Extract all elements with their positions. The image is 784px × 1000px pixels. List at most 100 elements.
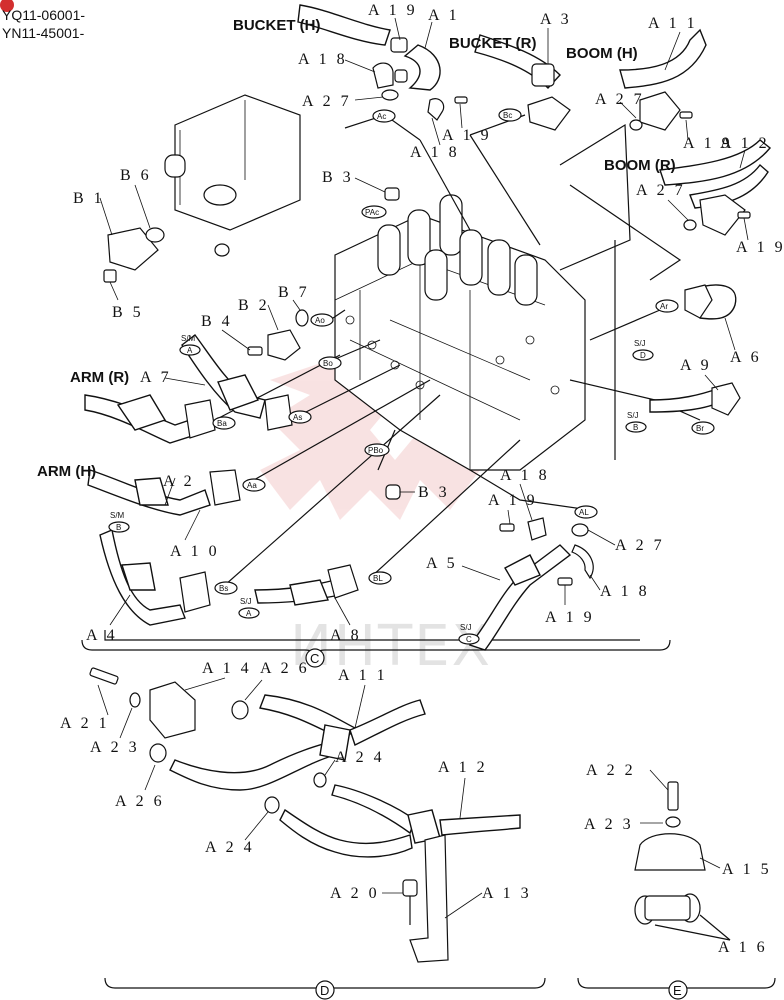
callout-a24: A 2 4 [205,839,255,856]
callout-a26: A 2 6 [260,660,310,677]
section-d-parts [89,667,521,963]
port-tag-al: AL [579,508,589,517]
port-tag-as: As [293,413,302,422]
header-boom-h: BOOM (H) [566,45,638,62]
port-tag-bl: BL [373,574,383,583]
callout-a18: A 1 8 [298,51,348,68]
header-boom-r: BOOM (R) [604,157,676,174]
port-tag-ac: Ac [377,112,386,121]
callout-a27: A 2 7 [636,182,686,199]
section-d-label: D [320,983,329,998]
callout-b5: B 5 [112,304,144,321]
callout-b4: B 4 [201,313,233,330]
callout-a14: A 1 4 [202,660,252,677]
header-bucket-r: BUCKET (R) [449,35,537,52]
conn-tag-sm-b-letter: B [116,523,121,532]
conn-tag-sm-a-type: S/M [181,334,196,343]
boom-hoses [619,28,771,236]
callout-a22: A 2 2 [586,762,636,779]
callout-a27: A 2 7 [302,93,352,110]
port-tag-bs: Bs [219,584,228,593]
port-tag-ao: Ao [315,316,325,325]
callout-b3: B 3 [418,484,450,501]
callout-a19: A 1 9 [442,127,492,144]
port-tag-ba: Ba [217,419,227,428]
callout-a26: A 2 6 [115,793,165,810]
callout-a27: A 2 7 [595,91,645,108]
lower-hoses [99,517,594,651]
watermark-text: ИНТЕХ [290,614,492,679]
port-tag-br: Br [696,424,704,433]
port-tag-aa: Aa [247,481,257,490]
model-number-2: YN11-45001- [2,25,85,41]
conn-tag-sm-a-letter: A [187,346,193,355]
section-d-marker [315,980,335,1000]
callout-a18: A 1 8 [600,583,650,600]
section-e-parts [634,781,731,941]
header-arm-r: ARM (R) [70,369,129,386]
control-valve-body [164,94,586,500]
callout-a15: A 1 5 [722,861,772,878]
callout-a19: A 1 9 [545,609,595,626]
conn-tag-sj-b-letter: B [633,423,638,432]
section-e-label: E [673,983,682,998]
section-e-marker [668,980,688,1000]
callout-a4: A 4 [86,627,118,644]
port-tag-bc: Bc [503,111,512,120]
port-tag-bo: Bo [323,359,333,368]
flange-parts-b [103,227,309,361]
callout-a23: A 2 3 [584,816,634,833]
callout-a10: A 1 0 [170,543,220,560]
callout-a18: A 1 8 [500,467,550,484]
callout-a2: A 2 [163,473,195,490]
callout-a13: A 1 3 [482,885,532,902]
callout-a11: A 1 1 [648,15,698,32]
callout-a3: A 3 [540,11,572,28]
callout-a12: A 1 2 [438,759,488,776]
conn-tag-sj-a-type: S/J [240,597,252,606]
callout-a18: A 1 8 [410,144,460,161]
conn-tag-sm-b-type: S/M [110,511,125,520]
callout-a5: A 5 [426,555,458,572]
callout-a19: A 1 9 [368,2,418,19]
section-c-marker [305,648,325,668]
callout-a1: A 1 [428,7,460,24]
port-tag-pbo: PBo [368,446,384,455]
callout-a16: A 1 6 [718,939,768,956]
port-tag-pac: PAc [365,208,379,217]
header-bucket-h: BUCKET (H) [233,17,321,34]
callout-b7: B 7 [278,284,310,301]
callout-a19: A 1 9 [736,239,784,256]
callout-a8: A 8 [330,627,362,644]
model-number-1: YQ11-06001- [2,7,85,23]
port-tags: Ac Bc PAc Ao Bo Ba As Aa PBo Bs BL AL Ar… [212,108,715,595]
section-c-label: C [310,651,319,666]
callout-a7: A 7 [140,369,172,386]
callout-a19: A 1 9 [488,492,538,509]
callout-a23: A 2 3 [90,739,140,756]
callout-a11: A 1 1 [338,667,388,684]
conn-tag-sj-c-letter: C [466,635,472,644]
callout-b2: B 2 [238,297,270,314]
callout-a24: A 2 4 [335,749,385,766]
callout-a9: A 9 [680,357,712,374]
callout-a27: A 2 7 [615,537,665,554]
conn-tag-sj-a-letter: A [246,609,252,618]
arm-hoses [84,334,293,516]
conn-tag-sj-d-type: S/J [634,339,646,348]
callout-a21: A 2 1 [60,715,110,732]
callout-a19: A 1 9 [683,135,733,152]
callout-b3: B 3 [322,169,354,186]
header-arm-h: ARM (H) [37,463,96,480]
bucket-hoses [297,4,571,131]
callout-a6: A 6 [730,349,762,366]
callout-a12: A 1 2 [720,135,770,152]
callout-a20: A 2 0 [330,885,380,902]
conn-tag-sj-b-type: S/J [627,411,639,420]
connector-tags: S/M A S/M B S/J A S/J B S/J C S/J D [108,334,654,645]
conn-tag-sj-d-letter: D [640,351,646,360]
right-side-hoses [649,284,741,416]
port-tag-ar: Ar [660,302,668,311]
stamp-icon [0,0,14,12]
